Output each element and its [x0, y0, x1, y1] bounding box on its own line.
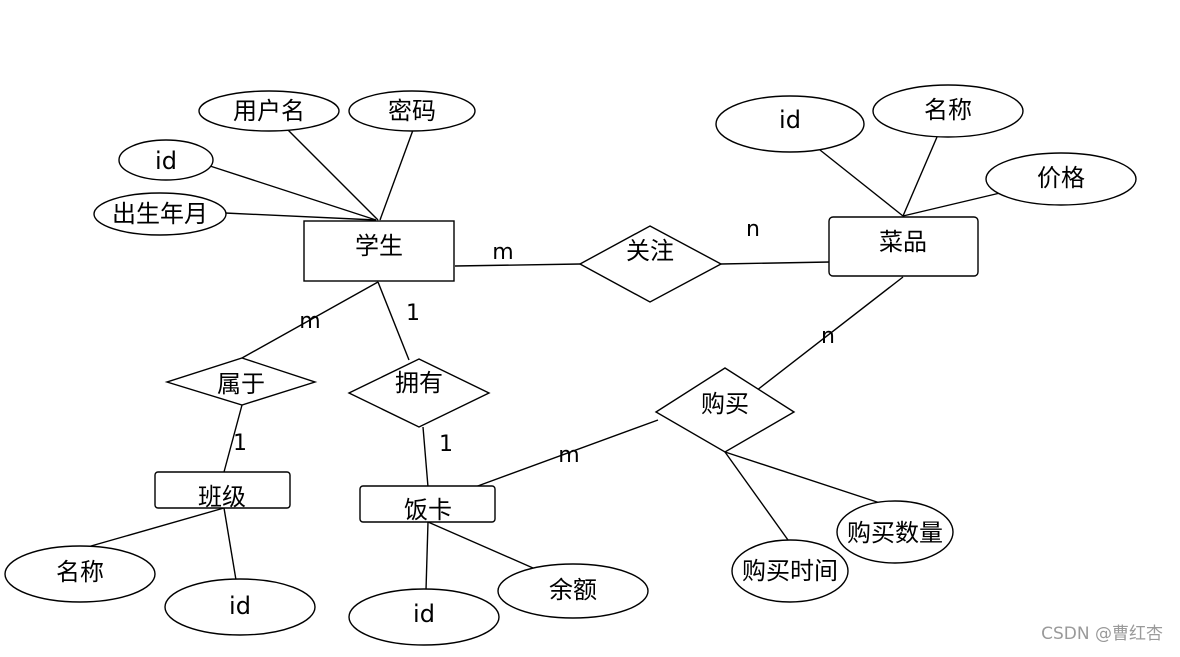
edge-student-own [377, 281, 410, 361]
relationship-own: 拥有 [347, 358, 491, 428]
cardinality-student-own: 1 [406, 301, 420, 326]
edge-student-username [287, 129, 379, 221]
attribute-class-id: id [164, 578, 316, 636]
entity-dish: 菜品 [828, 216, 979, 277]
attribute-purchase-quantity-label: 购买数量 [847, 519, 943, 547]
attribute-dish-price-label: 价格 [1037, 164, 1085, 192]
edge-class-name [83, 507, 225, 549]
edge-card-id [425, 521, 429, 591]
relationship-own-label: 拥有 [395, 369, 443, 397]
attribute-dish-name-label: 名称 [924, 96, 972, 124]
attribute-student-id: id [118, 139, 214, 181]
entity-dish-label: 菜品 [879, 228, 927, 256]
relationship-follow-label: 关注 [626, 237, 674, 265]
edge-belong-class [223, 404, 243, 473]
attribute-birth-label: 出生年月 [112, 200, 208, 228]
attribute-dish-id: id [715, 95, 865, 153]
attribute-username: 用户名 [198, 90, 340, 132]
cardinality-card-own: 1 [439, 432, 453, 457]
edge-student-id [209, 165, 377, 221]
relationship-follow: 关注 [578, 225, 723, 303]
edge-class-id [223, 507, 237, 581]
attribute-card-balance-label: 余额 [549, 576, 597, 604]
cardinality-card-purchase: m [558, 443, 579, 468]
attribute-purchase-quantity: 购买数量 [836, 500, 954, 564]
attribute-purchase-time-label: 购买时间 [742, 557, 838, 585]
edge-student-birth [224, 212, 377, 221]
attribute-purchase-time: 购买时间 [731, 539, 849, 603]
attribute-dish-id-label: id [779, 106, 801, 134]
edge-dish-price [902, 192, 1001, 217]
relationship-purchase: 购买 [654, 367, 796, 453]
entity-student: 学生 [303, 220, 455, 282]
relationship-belong-label: 属于 [217, 370, 265, 398]
edge-purchase-time [724, 451, 789, 541]
entity-student-label: 学生 [355, 232, 403, 260]
attribute-dish-price: 价格 [985, 152, 1137, 206]
edge-own-card [422, 426, 429, 488]
edge-purchase-dish [751, 276, 904, 395]
entity-meal-card: 饭卡 [359, 485, 496, 524]
attribute-student-id-label: id [155, 147, 177, 175]
attribute-class-id-label: id [229, 592, 251, 620]
relationship-belong: 属于 [164, 357, 318, 406]
cardinality-class-belong: 1 [233, 431, 247, 456]
entity-meal-card-label: 饭卡 [404, 496, 452, 524]
attribute-class-name: 名称 [4, 545, 156, 603]
edge-follow-dish [720, 261, 831, 265]
attribute-card-id-label: id [413, 600, 435, 628]
edge-student-password [379, 129, 414, 221]
attribute-password-label: 密码 [388, 97, 436, 125]
cardinality-student-belong: m [299, 309, 320, 334]
edge-student-belong [241, 281, 379, 359]
edge-dish-name [902, 136, 938, 217]
connector-lines [83, 129, 1001, 591]
attribute-class-name-label: 名称 [56, 558, 104, 586]
attribute-dish-name: 名称 [872, 84, 1024, 138]
cardinality-student-follow: m [492, 240, 513, 265]
attribute-username-label: 用户名 [233, 97, 305, 125]
watermark-text: CSDN @曹红杏 [1041, 624, 1163, 644]
attribute-password: 密码 [348, 90, 476, 132]
attribute-birth: 出生年月 [93, 192, 227, 236]
edge-student-follow [454, 263, 581, 267]
edge-purchase-quantity [724, 451, 881, 504]
entity-class: 班级 [154, 471, 291, 511]
cardinality-dish-follow: n [746, 217, 760, 242]
entity-class-label: 班级 [198, 483, 246, 511]
attribute-card-id: id [348, 588, 500, 646]
relationship-purchase-label: 购买 [701, 390, 749, 418]
edge-card-purchase [474, 419, 659, 488]
edge-card-balance [427, 521, 534, 569]
cardinality-dish-purchase: n [821, 324, 835, 349]
attribute-card-balance: 余额 [497, 563, 649, 619]
edge-dish-id [819, 149, 904, 217]
